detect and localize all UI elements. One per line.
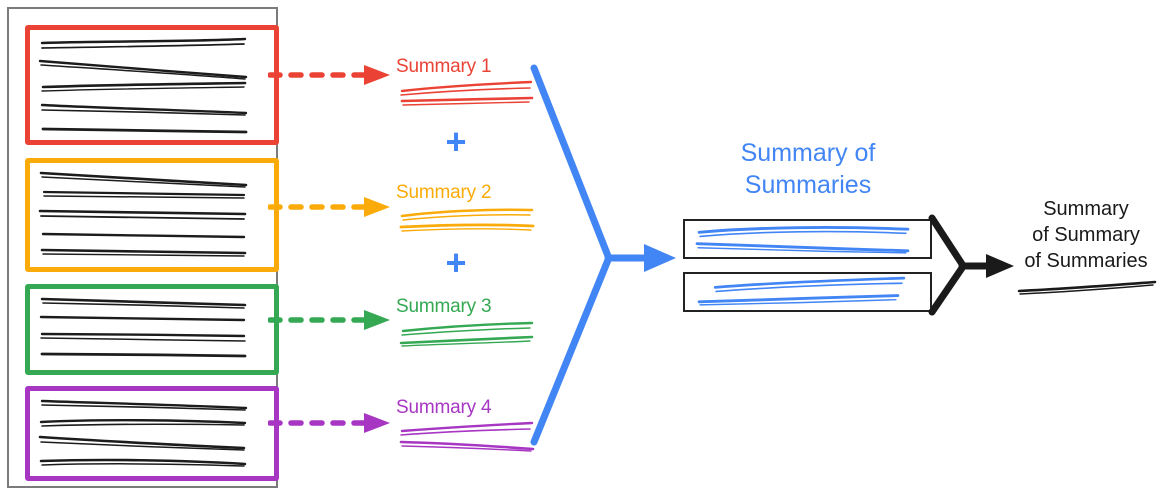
blue-merge-arrow bbox=[530, 64, 676, 446]
summary-of-summaries-title: Summary of Summaries bbox=[677, 137, 939, 201]
plus-sign-2: + bbox=[445, 242, 467, 283]
summary-1-block[interactable]: Summary 1 bbox=[396, 56, 556, 109]
summary-of-summaries-box-1[interactable] bbox=[683, 219, 932, 259]
dashed-arrow-red bbox=[268, 65, 390, 85]
summary-of-summaries-title-line-1: Summary of bbox=[740, 139, 876, 167]
document-chunk-2[interactable] bbox=[25, 158, 279, 272]
summary-2-label: Summary 2 bbox=[396, 182, 492, 203]
summary-4-sketch-lines bbox=[399, 421, 535, 452]
plus-sign-1: + bbox=[445, 121, 467, 162]
dashed-arrow-orange bbox=[268, 197, 390, 217]
document-chunk-3-lines bbox=[39, 297, 247, 358]
summary-2-block[interactable]: Summary 2 bbox=[396, 182, 556, 235]
document-chunk-4[interactable] bbox=[25, 386, 279, 481]
summary-of-summaries-box-1-lines bbox=[695, 226, 910, 254]
summary-3-block[interactable]: Summary 3 bbox=[396, 296, 556, 349]
summary-of-summaries-box-2-lines bbox=[697, 276, 906, 306]
final-output-text: Summary of Summary of Summaries bbox=[1024, 198, 1148, 272]
source-document-container bbox=[7, 7, 279, 488]
final-output-block: Summary of Summary of Summaries bbox=[1006, 196, 1166, 296]
document-chunk-1-lines bbox=[38, 37, 248, 134]
document-chunk-4-lines bbox=[38, 399, 248, 467]
summary-4-label: Summary 4 bbox=[396, 397, 492, 418]
document-chunk-1[interactable] bbox=[25, 25, 279, 145]
dashed-arrow-purple bbox=[268, 413, 390, 433]
document-chunk-2-lines bbox=[38, 171, 248, 257]
summary-4-block[interactable]: Summary 4 bbox=[396, 397, 556, 454]
summary-1-sketch-lines bbox=[400, 80, 534, 106]
document-chunk-3[interactable] bbox=[25, 284, 279, 375]
black-merge-arrow bbox=[928, 214, 1014, 316]
summary-1-label: Summary 1 bbox=[396, 56, 492, 77]
summary-3-label: Summary 3 bbox=[396, 296, 492, 317]
final-output-sketch-line bbox=[1017, 280, 1157, 295]
summary-3-sketch-lines bbox=[399, 321, 534, 347]
summary-of-summaries-box-2[interactable] bbox=[683, 272, 932, 312]
summary-of-summaries-title-line-2: Summaries bbox=[744, 171, 872, 199]
dashed-arrow-green bbox=[268, 310, 390, 330]
summary-2-sketch-lines bbox=[399, 208, 535, 232]
